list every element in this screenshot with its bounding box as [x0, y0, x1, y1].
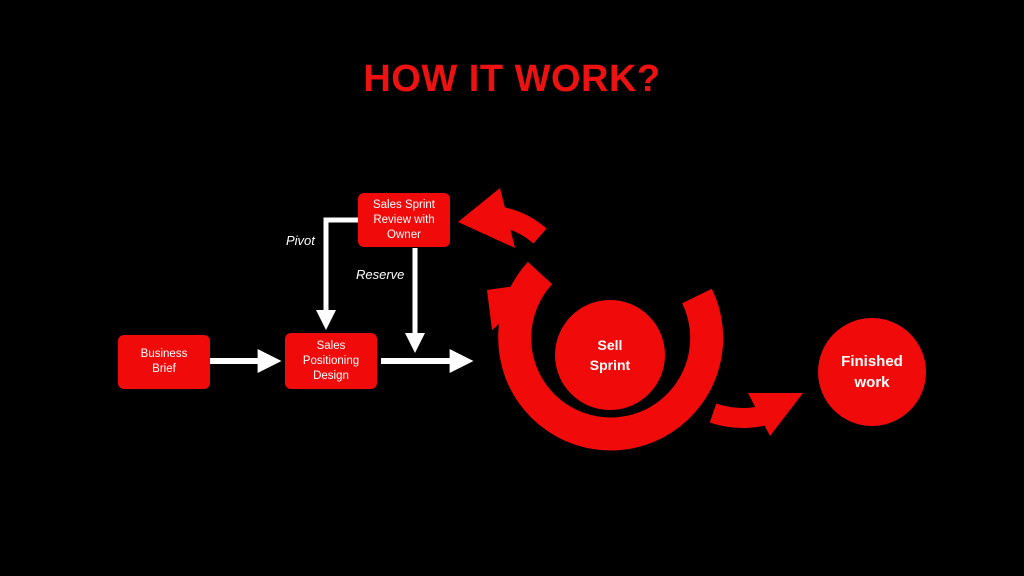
sprint-review-box: Sales Sprint Review with Owner: [358, 193, 450, 247]
cycle-arrowhead: [487, 281, 550, 330]
sell-sprint-circle: Sell Sprint: [555, 300, 665, 410]
reserve-label: Reserve: [356, 267, 405, 282]
pivot-arrow: [316, 217, 361, 330]
finished-work-circle: Finished work: [818, 318, 926, 426]
page-title: HOW IT WORK?: [363, 58, 661, 100]
business-brief-box: Business Brief: [118, 335, 210, 389]
sprint-cycle-ring: [498, 261, 724, 451]
review-arrowhead: [458, 188, 515, 248]
pivot-label: Pivot: [286, 233, 315, 248]
sales-positioning-box: Sales Positioning Design: [285, 333, 377, 389]
finished-arrowhead: [748, 393, 803, 436]
